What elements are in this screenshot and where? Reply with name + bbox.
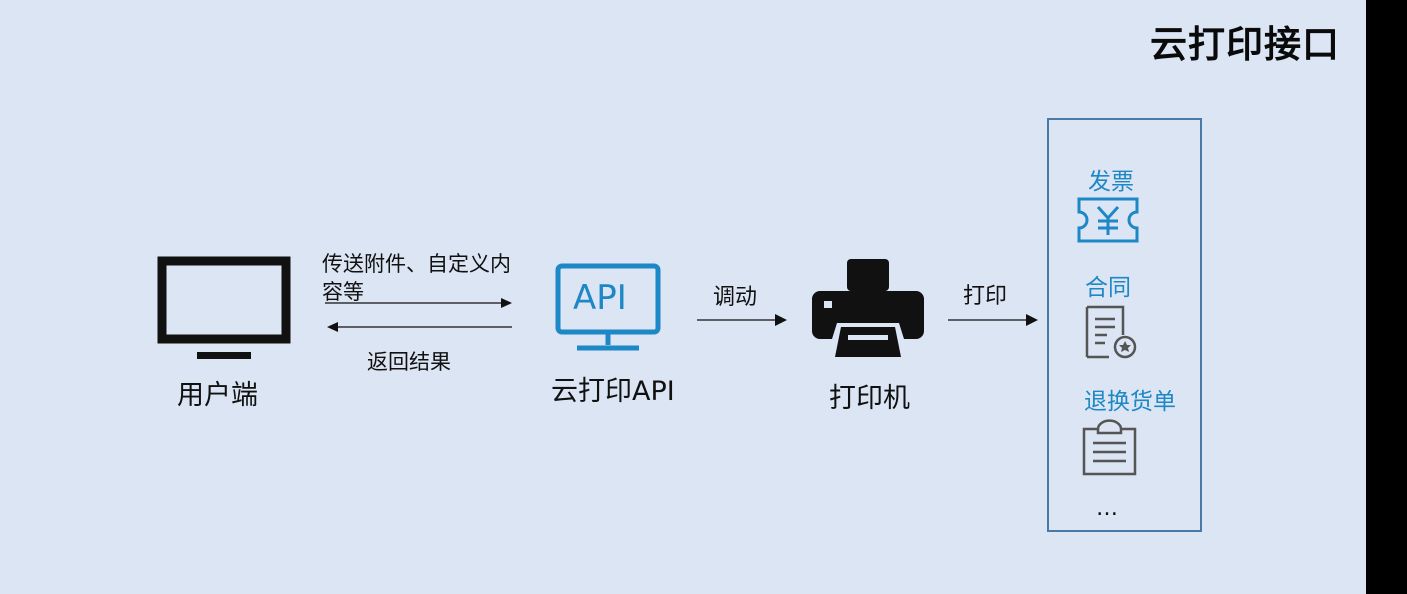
contract-seal-icon: [1085, 305, 1137, 359]
invoice-label: 发票: [1088, 169, 1134, 195]
api-screen-text: API: [573, 278, 627, 318]
invoice-ticket-icon: [1077, 197, 1139, 243]
invoke-label: 调动: [713, 285, 758, 310]
document-types-panel: [1047, 118, 1202, 532]
monitor-icon: [157, 256, 291, 359]
printer-label: 打印机: [829, 383, 910, 414]
print-label: 打印: [963, 284, 1008, 309]
invoke-arrow: [697, 314, 787, 326]
send-label-line2: 容等: [322, 280, 364, 304]
more-ellipsis: …: [1096, 496, 1118, 521]
return-arrow: [327, 322, 512, 332]
diagram-canvas: 云打印接口 用户端 传送附件、自定义内 容等 返回结果 API 云打印API 调…: [0, 0, 1366, 594]
return-label: 返回结果: [367, 350, 451, 374]
api-label: 云打印API: [551, 376, 675, 407]
send-arrow: [325, 298, 512, 308]
client-label: 用户端: [177, 380, 258, 411]
page-title: 云打印接口: [1150, 23, 1340, 66]
clipboard-list-icon: [1082, 419, 1137, 476]
printer-icon: [812, 259, 924, 357]
return-slip-label: 退换货单: [1084, 389, 1176, 415]
send-label-line1: 传送附件、自定义内: [322, 252, 511, 276]
print-arrow: [948, 314, 1038, 326]
contract-label: 合同: [1085, 275, 1131, 301]
right-edge-bar: [1366, 0, 1407, 594]
api-monitor-icon: [555, 263, 661, 351]
